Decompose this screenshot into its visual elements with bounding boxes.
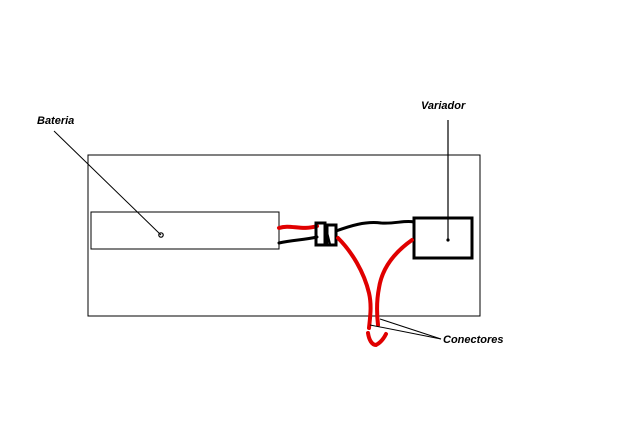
controller-box [412,216,474,260]
connectors-leader-line-lower [369,324,442,340]
output-wire-left [336,236,373,330]
battery-box [90,211,280,250]
output-wire-loop [366,331,388,348]
battery-leader-line [53,130,162,236]
controller-negative-wire [334,219,416,233]
battery-negative-wire [277,235,319,245]
inline-connector-body [314,221,327,247]
connectors-leader-line-upper [379,318,442,340]
controller-label: Variador [421,100,466,112]
chassis-outline [87,154,481,317]
connectors-label: Conectores [443,334,504,346]
battery-center-dot [158,232,164,238]
battery-positive-wire [277,224,319,230]
battery-label: Bateria [37,115,74,127]
inline-connector-cap [325,223,338,247]
output-wire-right [375,238,414,327]
